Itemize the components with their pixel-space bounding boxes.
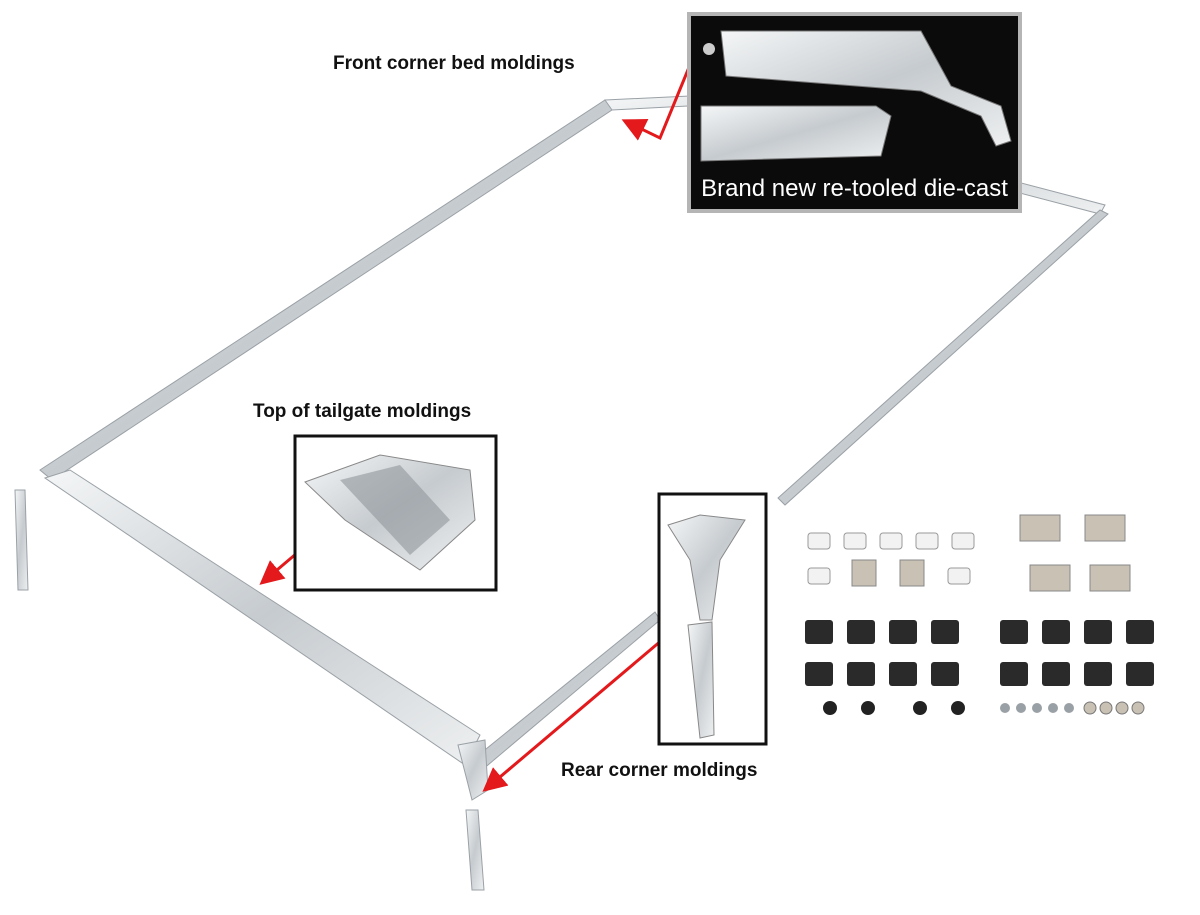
black-retainer-clip bbox=[805, 662, 833, 686]
nut bbox=[1115, 701, 1129, 715]
screw bbox=[1000, 703, 1010, 713]
rubber-bumper bbox=[823, 701, 837, 715]
tailgate-molding-shading bbox=[340, 465, 450, 555]
rear-corner-molding-closeup bbox=[667, 514, 746, 621]
metal-bracket bbox=[899, 559, 925, 587]
tailgate-label: Top of tailgate moldings bbox=[253, 401, 472, 422]
metal-clip bbox=[1084, 514, 1126, 542]
black-retainer-clip bbox=[1126, 662, 1154, 686]
screw bbox=[1032, 703, 1042, 713]
white-clip bbox=[915, 532, 939, 550]
rubber-bumper bbox=[913, 701, 927, 715]
black-retainer-clip bbox=[847, 662, 875, 686]
white-clip bbox=[947, 567, 971, 585]
metal-clip bbox=[1089, 564, 1131, 592]
die-cast-inset: Brand new re-tooled die-cast bbox=[687, 12, 1022, 213]
black-retainer-clip bbox=[1000, 662, 1028, 686]
white-clip bbox=[951, 532, 975, 550]
metal-clip bbox=[1019, 514, 1061, 542]
black-retainer-clip bbox=[805, 620, 833, 644]
black-retainer-clip bbox=[1084, 662, 1112, 686]
die-cast-corner-photo bbox=[700, 30, 1012, 162]
black-retainer-clip bbox=[1084, 620, 1112, 644]
front-corner-label: Front corner bed moldings bbox=[333, 53, 575, 74]
rubber-bumper bbox=[951, 701, 965, 715]
die-cast-corner-piece-back bbox=[700, 105, 892, 162]
front-corner-arrow bbox=[621, 59, 694, 141]
black-retainer-clip bbox=[1042, 662, 1070, 686]
screw bbox=[1048, 703, 1058, 713]
die-cast-caption: Brand new re-tooled die-cast bbox=[701, 175, 1008, 202]
nut bbox=[1131, 701, 1145, 715]
rear-corner-post-closeup bbox=[687, 621, 715, 739]
black-retainer-clip bbox=[889, 662, 917, 686]
black-retainer-clip bbox=[889, 620, 917, 644]
nut bbox=[1099, 701, 1113, 715]
left-bed-rail bbox=[39, 99, 616, 481]
white-clip bbox=[807, 567, 831, 585]
rubber-bumper bbox=[861, 701, 875, 715]
black-retainer-clip bbox=[1000, 620, 1028, 644]
white-clip bbox=[807, 532, 831, 550]
tailgate-molding bbox=[43, 469, 481, 766]
rear-corner-arrow bbox=[482, 638, 663, 792]
die-cast-corner-piece bbox=[720, 30, 1012, 147]
white-clip bbox=[879, 532, 903, 550]
black-retainer-clip bbox=[931, 662, 959, 686]
mounting-tab bbox=[703, 43, 715, 55]
white-clip bbox=[843, 532, 867, 550]
hardware-kit bbox=[805, 514, 1154, 715]
rear-corner-post-right bbox=[457, 739, 489, 891]
nut bbox=[1083, 701, 1097, 715]
black-retainer-clip bbox=[1126, 620, 1154, 644]
metal-bracket bbox=[851, 559, 877, 587]
rear-corner-label: Rear corner moldings bbox=[561, 760, 758, 781]
metal-clip bbox=[1029, 564, 1071, 592]
screw bbox=[1064, 703, 1074, 713]
black-retainer-clip bbox=[931, 620, 959, 644]
black-retainer-clip bbox=[847, 620, 875, 644]
rear-corner-post-left bbox=[14, 489, 29, 591]
black-retainer-clip bbox=[1042, 620, 1070, 644]
screw bbox=[1016, 703, 1026, 713]
